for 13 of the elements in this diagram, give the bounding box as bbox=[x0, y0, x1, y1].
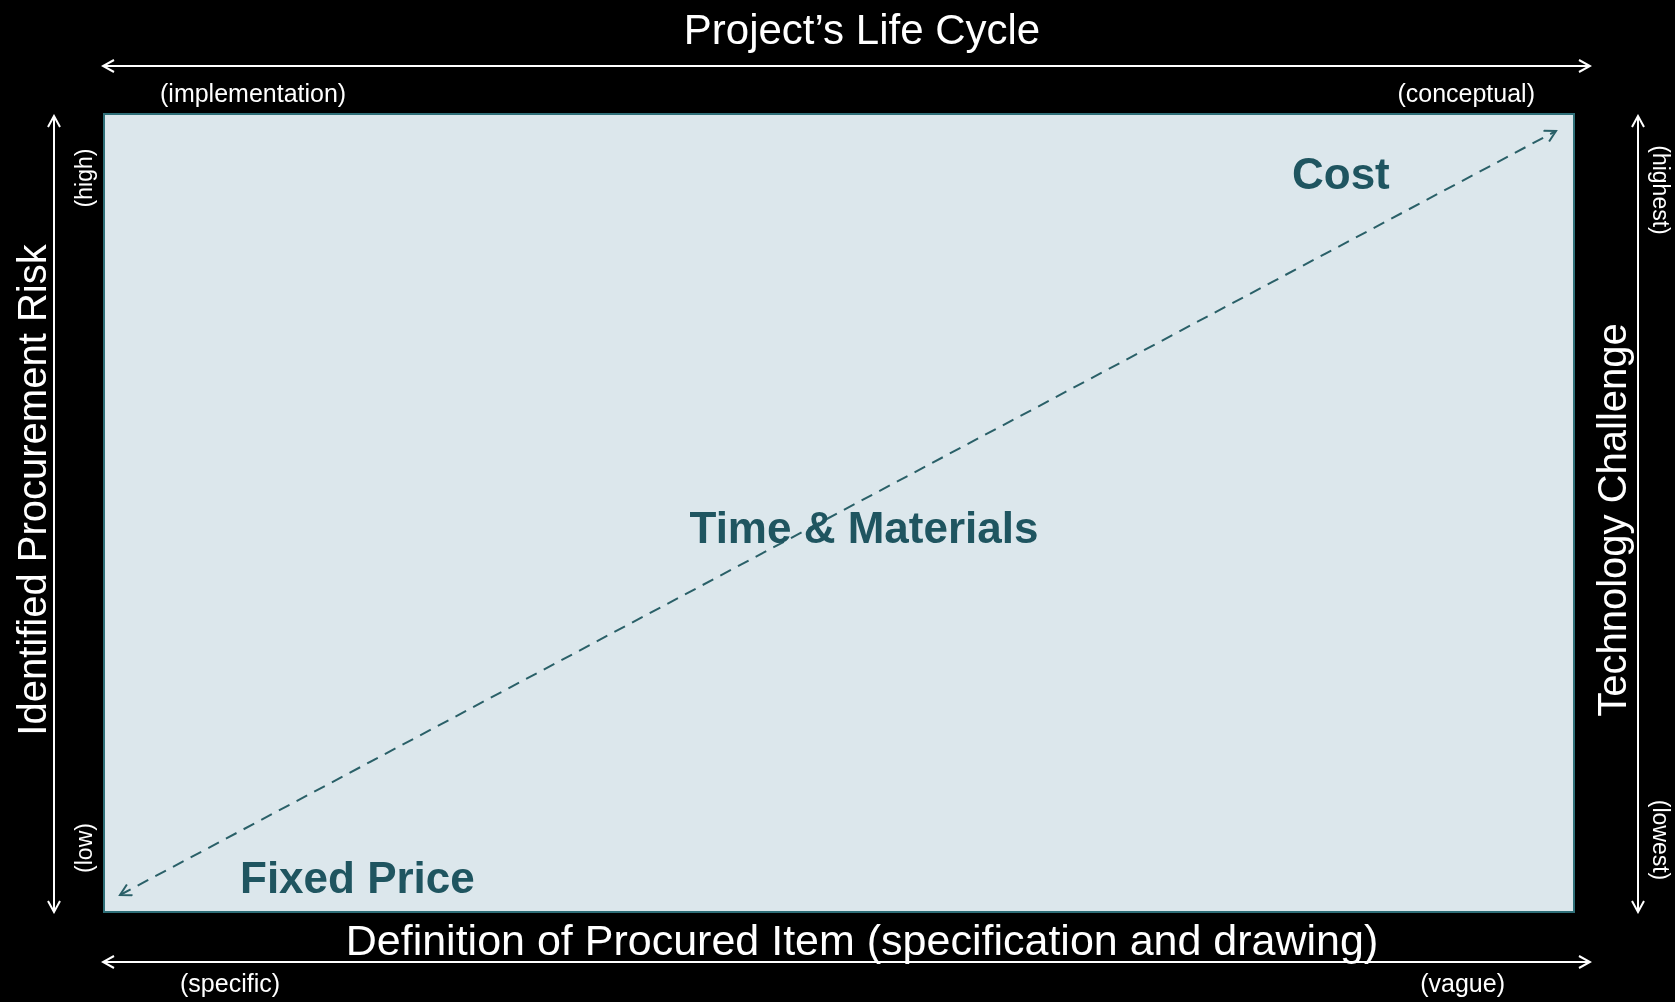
axis-end-label: (vague) bbox=[1420, 970, 1505, 998]
axis-title: Technology Challenge bbox=[1590, 323, 1634, 717]
axis-end-label: (specific) bbox=[180, 970, 280, 998]
region-label: Fixed Price bbox=[240, 853, 475, 903]
axis-title: Definition of Procured Item (specification and drawing) bbox=[345, 917, 1379, 965]
axis-title: Identified Procurement Risk bbox=[10, 244, 54, 736]
axis-end-label: (conceptual) bbox=[1397, 80, 1535, 108]
region-label: Time & Materials bbox=[689, 503, 1039, 553]
axis-end-label: (highest) bbox=[1647, 145, 1673, 235]
chart-title: Project’s Life Cycle bbox=[683, 6, 1041, 54]
axis-end-label: (lowest) bbox=[1647, 799, 1673, 881]
region-label: Cost bbox=[1292, 149, 1390, 199]
axis-end-label: (implementation) bbox=[160, 80, 347, 108]
